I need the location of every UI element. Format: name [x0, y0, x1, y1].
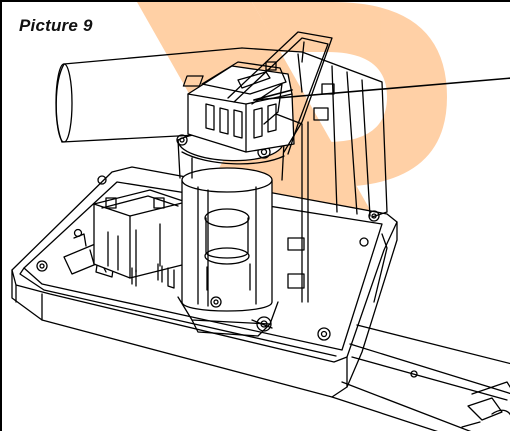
- terminal-block: [93, 189, 187, 287]
- float-switch-housing: [182, 61, 335, 289]
- pump-cylinder: [167, 167, 279, 337]
- motor-cylinder: [55, 47, 388, 218]
- discharge-arm: [331, 233, 510, 431]
- figure-caption: Picture 9: [19, 16, 93, 35]
- callout-line: [253, 77, 510, 101]
